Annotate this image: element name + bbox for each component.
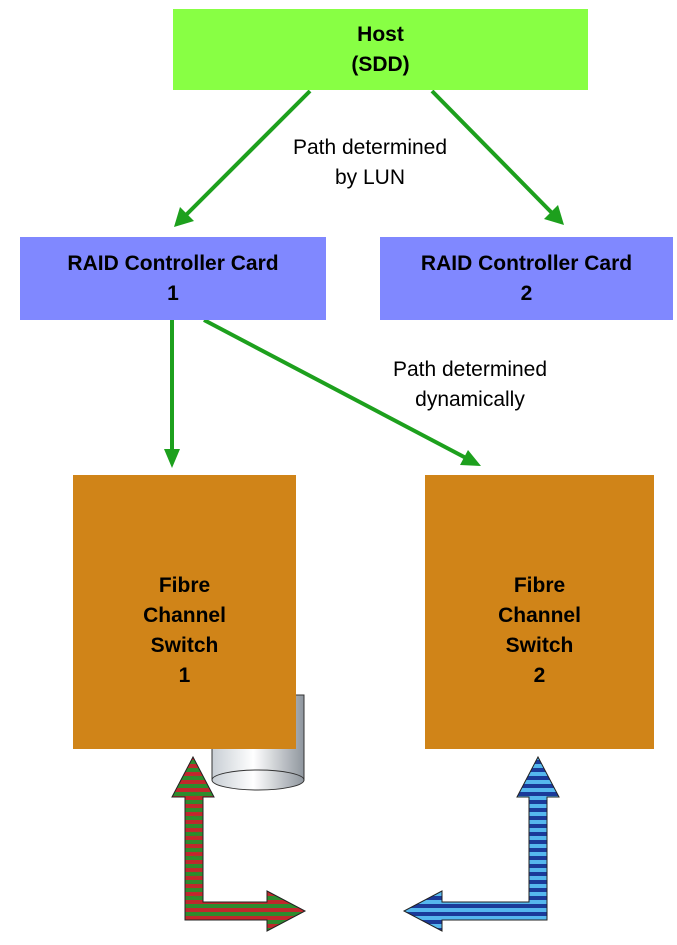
arrow-raid1-to-switch2 — [203, 318, 467, 460]
switch-2-line-switch: Switch — [505, 634, 574, 657]
arrowhead-raid2 — [544, 205, 564, 225]
switch-1-number: 1 — [178, 663, 191, 687]
link-connector-right — [402, 755, 560, 932]
switch-1-line-fibre: Fibre — [158, 574, 211, 598]
link-connector-left — [171, 755, 307, 932]
arrowhead-switch1 — [164, 449, 180, 468]
path-dynamic-line2: dynamically — [415, 387, 525, 411]
raid-controller-card-2: RAID Controller Card 2 — [380, 237, 673, 320]
path-arrows — [164, 89, 564, 468]
raid-card-1-number: 1 — [167, 281, 179, 305]
switch-1-line-switch: Switch — [150, 634, 219, 657]
path-by-lun-label: Path determined by LUN — [250, 133, 490, 193]
striped-link-arrow-icon — [171, 755, 307, 932]
host-box: Host (SDD) — [173, 9, 588, 90]
arrow-host-to-raid2 — [430, 89, 554, 215]
raid-card-1-title: RAID Controller Card — [67, 251, 279, 275]
switch-2-number: 2 — [533, 663, 546, 687]
host-title: Host — [357, 22, 404, 46]
fibre-channel-switch-2: Fibre Channel Switch 2 — [425, 475, 654, 749]
switch-2-line-channel: Channel — [498, 604, 581, 628]
raid-card-2-title: RAID Controller Card — [420, 251, 633, 275]
arrowhead-switch2 — [460, 450, 481, 466]
arrow-host-to-raid1 — [184, 89, 312, 217]
striped-link-arrow-icon — [402, 755, 560, 932]
path-by-lun-line2: by LUN — [334, 165, 406, 189]
raid-card-2-number: 2 — [520, 281, 533, 305]
arrowhead-raid1 — [174, 207, 194, 227]
raid-controller-card-1: RAID Controller Card 1 — [20, 237, 326, 320]
host-subtitle: (SDD) — [351, 52, 410, 76]
path-dynamic-line1: Path determined — [392, 358, 548, 381]
path-by-lun-line1: Path determined — [292, 136, 448, 159]
fibre-channel-switch-1: Fibre Channel Switch 1 — [73, 475, 296, 749]
switch-1-line-channel: Channel — [143, 604, 226, 628]
path-dynamic-label: Path determined dynamically — [350, 355, 590, 415]
switch-2-line-fibre: Fibre — [513, 574, 566, 598]
